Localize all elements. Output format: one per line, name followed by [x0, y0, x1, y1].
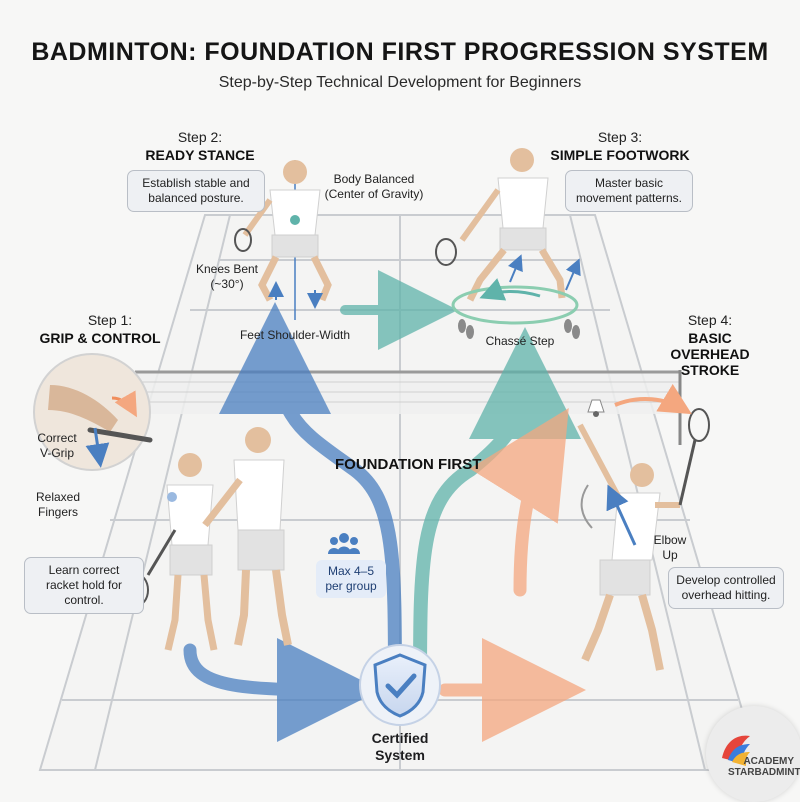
logo-text: ACADEMY STARBADMINTON: [728, 756, 800, 778]
step2-annotation-knees: Knees Bent (~30°): [195, 262, 259, 291]
certified-system-label: Certified System: [371, 730, 429, 763]
step2-number: Step 2:: [177, 129, 223, 145]
player-overhead: [577, 383, 710, 671]
step1-description: Learn correct racket hold for control.: [24, 557, 144, 614]
step2-annotation-balance: Body Balanced (Center of Gravity): [324, 172, 424, 201]
flow-arrow-to-step3: [413, 327, 581, 697]
player-footwork: [435, 148, 581, 339]
flow-arrow-to-step4: [469, 407, 569, 597]
step4-annotation-elbow: Elbow Up: [653, 533, 687, 562]
step3-description: Master basic movement patterns.: [565, 170, 693, 212]
grip-detail-circle: [33, 353, 153, 471]
step3-number: Step 3:: [597, 129, 643, 145]
shield-check-icon: [359, 644, 441, 726]
logo-icon: [706, 706, 800, 802]
player-ready-stance: [234, 160, 332, 320]
step2-name: READY STANCE: [145, 147, 255, 163]
foundation-first-label: FOUNDATION FIRST: [335, 456, 482, 473]
step2-annotation-feet: Feet Shoulder-Width: [239, 328, 351, 342]
flow-arrow-to-step2: [219, 302, 402, 697]
group-icon: [328, 533, 360, 554]
page-title: BADMINTON: FOUNDATION FIRST PROGRESSION …: [31, 38, 769, 66]
flow-arrow-to-certified: [183, 637, 381, 742]
logo-line1: ACADEMY: [743, 756, 794, 767]
step3-annotation-chasse: Chassé Step: [485, 334, 555, 348]
step2-description: Establish stable and balanced posture.: [127, 170, 265, 212]
player-student: [123, 453, 218, 651]
logo-line2: STARBADMINTON: [728, 767, 800, 778]
step1-annotation-grip: Correct V-Grip: [37, 431, 77, 460]
step1-number: Step 1:: [87, 312, 133, 328]
shuttlecock-icon: [587, 399, 605, 417]
group-size-badge: Max 4–5 per group: [316, 560, 386, 598]
step4-description: Develop controlled overhead hitting.: [668, 567, 784, 609]
step1-name: GRIP & CONTROL: [39, 330, 161, 346]
step1-annotation-fingers: Relaxed Fingers: [35, 490, 81, 519]
player-coach: [202, 427, 292, 646]
step3-name: SIMPLE FOOTWORK: [550, 147, 690, 163]
page-subtitle: Step-by-Step Technical Development for B…: [218, 74, 582, 91]
logo-mark: [722, 735, 750, 766]
step4-number: Step 4:: [687, 312, 733, 328]
step4-name: BASIC OVERHEAD STROKE: [670, 330, 750, 378]
